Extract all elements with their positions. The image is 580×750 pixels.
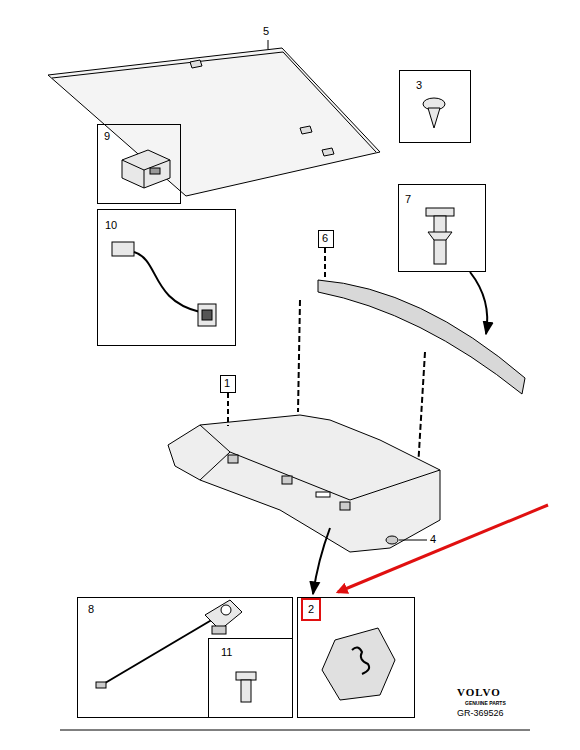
leader-arrow xyxy=(470,272,487,334)
inset-frame: 8 11 xyxy=(77,597,293,718)
callout-box: 1 xyxy=(220,375,236,393)
callout-number: 2 xyxy=(301,598,321,621)
cover-cap xyxy=(322,628,395,700)
highlight-arrow xyxy=(338,505,548,592)
cable-harness xyxy=(112,242,216,326)
leader-arrow xyxy=(313,528,330,594)
callout-number: 7 xyxy=(405,193,411,206)
callout-number: 10 xyxy=(105,219,117,232)
brand-subtitle: GENUINE PARTS xyxy=(465,700,506,706)
callout-number: 4 xyxy=(430,533,436,545)
bolt xyxy=(236,672,256,702)
inset-frame: 2 xyxy=(297,597,415,718)
callout-number: 11 xyxy=(221,646,232,659)
control-module xyxy=(122,150,170,188)
inset-frame: 3 xyxy=(399,70,471,143)
sensor xyxy=(96,600,242,688)
inset-frame: 7 xyxy=(398,184,486,272)
callout-number: 8 xyxy=(88,603,94,616)
inset-frame: 11 xyxy=(208,638,293,718)
drawing-number: GR-369526 xyxy=(457,708,504,718)
callout-number: 3 xyxy=(416,79,422,92)
callout-number: 9 xyxy=(104,130,110,143)
inset-frame: 10 xyxy=(97,209,236,346)
inset-frame: 9 xyxy=(97,124,181,204)
callout-number: 5 xyxy=(263,25,269,37)
callout-number: 6 xyxy=(322,232,328,245)
footer-rule xyxy=(60,730,530,731)
push-pin xyxy=(423,98,445,128)
callout-number: 1 xyxy=(224,377,230,390)
brand-logo: VOLVO xyxy=(457,686,501,698)
shelf-panel xyxy=(168,393,440,552)
callout-box: 6 xyxy=(318,230,334,248)
screw xyxy=(426,208,454,264)
clip xyxy=(386,536,427,544)
